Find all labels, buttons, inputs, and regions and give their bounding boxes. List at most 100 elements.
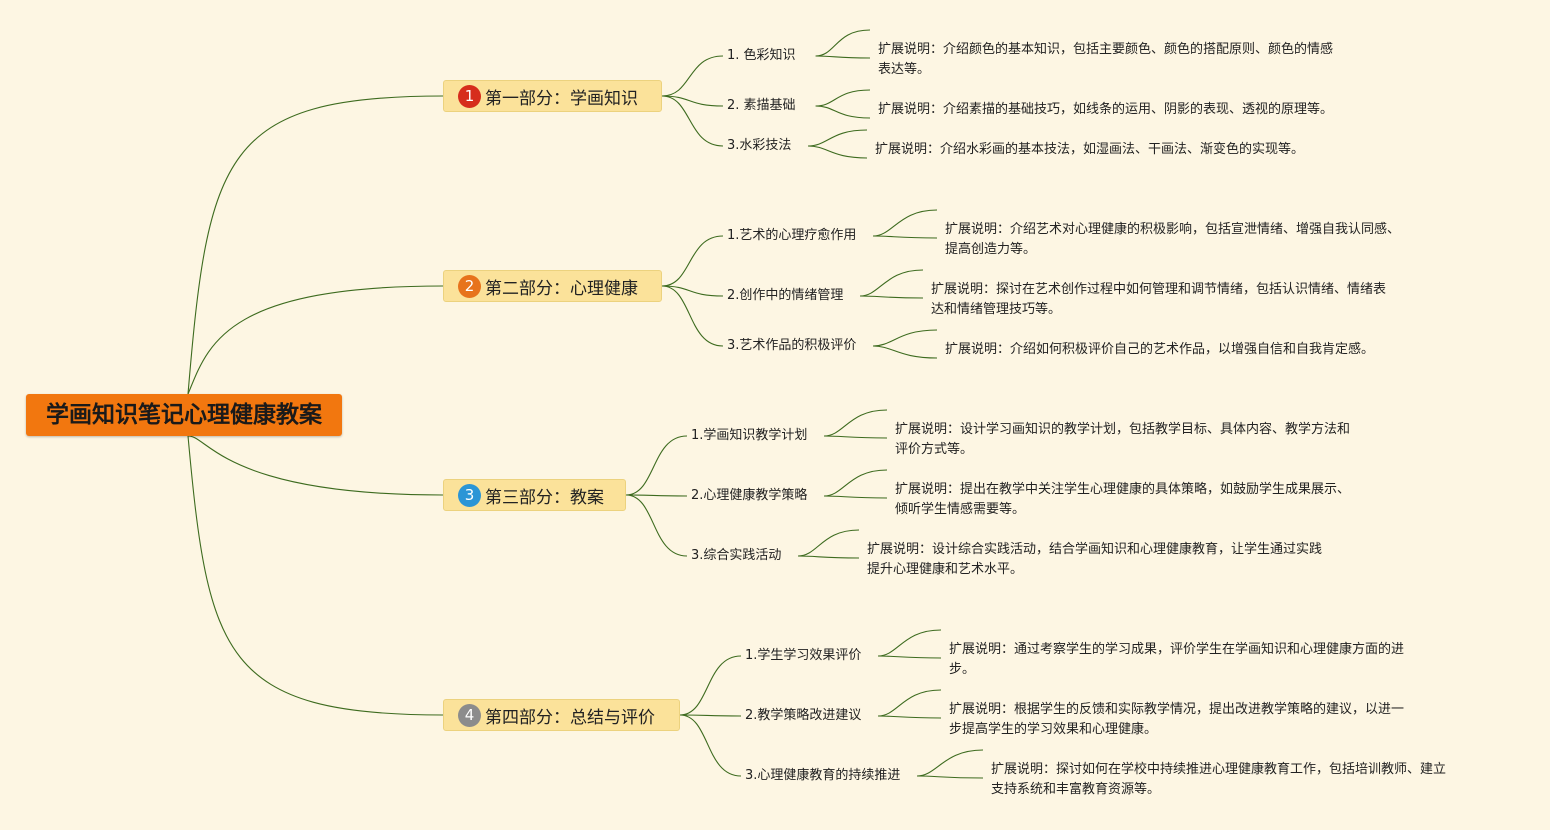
description-connector	[878, 689, 942, 717]
section-subtopic-connector	[625, 494, 688, 497]
section-subtopic-connector	[661, 95, 724, 147]
root-section-connector	[187, 435, 444, 716]
description-connector	[815, 29, 871, 57]
section-label: 第二部分：心理健康	[485, 278, 638, 299]
description-line: 扩展说明：设计学习画知识的教学计划，包括教学目标、具体内容、教学方法和	[895, 422, 1351, 437]
subtopic[interactable]: 3.水彩技法	[727, 138, 792, 153]
section-number-badge: 3	[458, 483, 481, 507]
subtopic[interactable]: 2.创作中的情绪管理	[727, 288, 844, 303]
description-line: 扩展说明：介绍如何积极评价自己的艺术作品，以增强自信和自我肯定感。	[945, 342, 1375, 357]
description-line: 提高创造力等。	[945, 242, 1037, 257]
description-line: 扩展说明：介绍颜色的基本知识，包括主要颜色、颜色的搭配原则、颜色的情感	[878, 42, 1334, 57]
description-line: 倾听学生情感需要等。	[895, 502, 1026, 517]
root-section-connector	[187, 435, 444, 496]
description-connector	[917, 749, 984, 777]
subtopic[interactable]: 2. 素描基础	[727, 98, 796, 113]
description-connector	[873, 329, 938, 347]
description-connector	[824, 495, 888, 499]
description-note: 扩展说明：介绍颜色的基本知识，包括主要颜色、颜色的搭配原则、颜色的情感表达等。	[878, 40, 1333, 80]
subtopic[interactable]: 3.艺术作品的积极评价	[727, 338, 857, 353]
description-connector	[815, 105, 871, 119]
description-note: 扩展说明：介绍水彩画的基本技法，如湿画法、干画法、渐变色的实现等。	[875, 140, 1304, 160]
description-connector	[873, 345, 938, 359]
description-note: 扩展说明：介绍如何积极评价自己的艺术作品，以增强自信和自我肯定感。	[945, 340, 1374, 360]
section-subtopic-connector	[661, 235, 724, 287]
description-connector	[878, 715, 942, 719]
subtopic[interactable]: 1.学生学习效果评价	[745, 648, 862, 663]
section-label: 第四部分：总结与评价	[485, 707, 655, 728]
description-line: 扩展说明：探讨如何在学校中持续推进心理健康教育工作，包括培训教师、建立	[991, 762, 1447, 777]
description-connector	[808, 129, 868, 147]
description-connector	[878, 629, 942, 657]
section-subtopic-connector	[625, 494, 688, 557]
description-note: 扩展说明：提出在教学中关注学生心理健康的具体策略，如鼓励学生成果展示、倾听学生情…	[895, 480, 1350, 520]
subtopic[interactable]: 1.学画知识教学计划	[691, 428, 808, 443]
description-connector	[824, 435, 888, 439]
description-line: 扩展说明：探讨在艺术创作过程中如何管理和调节情绪，包括认识情绪、情绪表	[931, 282, 1387, 297]
root-topic[interactable]: 学画知识笔记心理健康教案	[26, 394, 342, 436]
section-subtopic-connector	[679, 655, 742, 716]
description-connector	[860, 295, 924, 299]
description-line: 步提高学生的学习效果和心理健康。	[949, 722, 1158, 737]
description-connector	[878, 655, 942, 659]
description-connector	[873, 209, 938, 237]
description-connector	[798, 555, 860, 559]
section-label: 第一部分：学画知识	[485, 88, 638, 109]
description-line: 提升心理健康和艺术水平。	[867, 562, 1024, 577]
description-connector	[815, 55, 871, 59]
description-line: 扩展说明：介绍素描的基础技巧，如线条的运用、阴影的表现、透视的原理等。	[878, 102, 1334, 117]
description-note: 扩展说明：根据学生的反馈和实际教学情况，提出改进教学策略的建议，以进一步提高学生…	[949, 700, 1404, 740]
root-section-connector	[187, 95, 444, 395]
description-connector	[798, 529, 860, 557]
description-connector	[815, 89, 871, 107]
description-line: 扩展说明：介绍水彩画的基本技法，如湿画法、干画法、渐变色的实现等。	[875, 142, 1305, 157]
section-subtopic-connector	[625, 435, 688, 496]
description-note: 扩展说明：探讨如何在学校中持续推进心理健康教育工作，包括培训教师、建立支持系统和…	[991, 760, 1446, 800]
subtopic[interactable]: 3.心理健康教育的持续推进	[745, 768, 901, 783]
subtopic[interactable]: 1. 色彩知识	[727, 48, 796, 63]
section-subtopic-connector	[661, 285, 724, 297]
section-subtopic-connector	[661, 95, 724, 107]
description-connector	[873, 235, 938, 239]
description-line: 扩展说明：提出在教学中关注学生心理健康的具体策略，如鼓励学生成果展示、	[895, 482, 1351, 497]
description-line: 支持系统和丰富教育资源等。	[991, 782, 1161, 797]
section-subtopic-connector	[679, 714, 742, 777]
subtopic[interactable]: 3.综合实践活动	[691, 548, 782, 563]
description-connector	[824, 469, 888, 497]
description-note: 扩展说明：设计综合实践活动，结合学画知识和心理健康教育，让学生通过实践提升心理健…	[867, 540, 1322, 580]
section-number-badge: 1	[458, 84, 481, 108]
root-section-connector	[187, 285, 444, 395]
subtopic[interactable]: 1.艺术的心理疗愈作用	[727, 228, 857, 243]
description-line: 扩展说明：通过考察学生的学习成果，评价学生在学画知识和心理健康方面的进	[949, 642, 1405, 657]
description-line: 扩展说明：介绍艺术对心理健康的积极影响，包括宣泄情绪、增强自我认同感、	[945, 222, 1401, 237]
description-line: 表达等。	[878, 62, 931, 77]
section-subtopic-connector	[661, 285, 724, 347]
subtopic[interactable]: 2.心理健康教学策略	[691, 488, 808, 503]
description-line: 扩展说明：根据学生的反馈和实际教学情况，提出改进教学策略的建议，以进一	[949, 702, 1405, 717]
description-note: 扩展说明：设计学习画知识的教学计划，包括教学目标、具体内容、教学方法和评价方式等…	[895, 420, 1350, 460]
description-connector	[808, 145, 868, 159]
description-note: 扩展说明：探讨在艺术创作过程中如何管理和调节情绪，包括认识情绪、情绪表达和情绪管…	[931, 280, 1386, 320]
description-note: 扩展说明：介绍艺术对心理健康的积极影响，包括宣泄情绪、增强自我认同感、提高创造力…	[945, 220, 1400, 260]
section-number-badge: 4	[458, 703, 481, 727]
section-number-badge: 2	[458, 274, 481, 298]
section-subtopic-connector	[661, 55, 724, 97]
description-line: 步。	[949, 662, 976, 677]
description-line: 达和情绪管理技巧等。	[931, 302, 1062, 317]
description-line: 评价方式等。	[895, 442, 974, 457]
section-subtopic-connector	[679, 714, 742, 717]
section-label: 第三部分：教案	[485, 487, 604, 508]
description-note: 扩展说明：介绍素描的基础技巧，如线条的运用、阴影的表现、透视的原理等。	[878, 100, 1333, 120]
subtopic[interactable]: 2.教学策略改进建议	[745, 708, 862, 723]
description-connector	[860, 269, 924, 297]
description-connector	[824, 409, 888, 437]
description-connector	[917, 775, 984, 779]
description-line: 扩展说明：设计综合实践活动，结合学画知识和心理健康教育，让学生通过实践	[867, 542, 1323, 557]
description-note: 扩展说明：通过考察学生的学习成果，评价学生在学画知识和心理健康方面的进步。	[949, 640, 1404, 680]
